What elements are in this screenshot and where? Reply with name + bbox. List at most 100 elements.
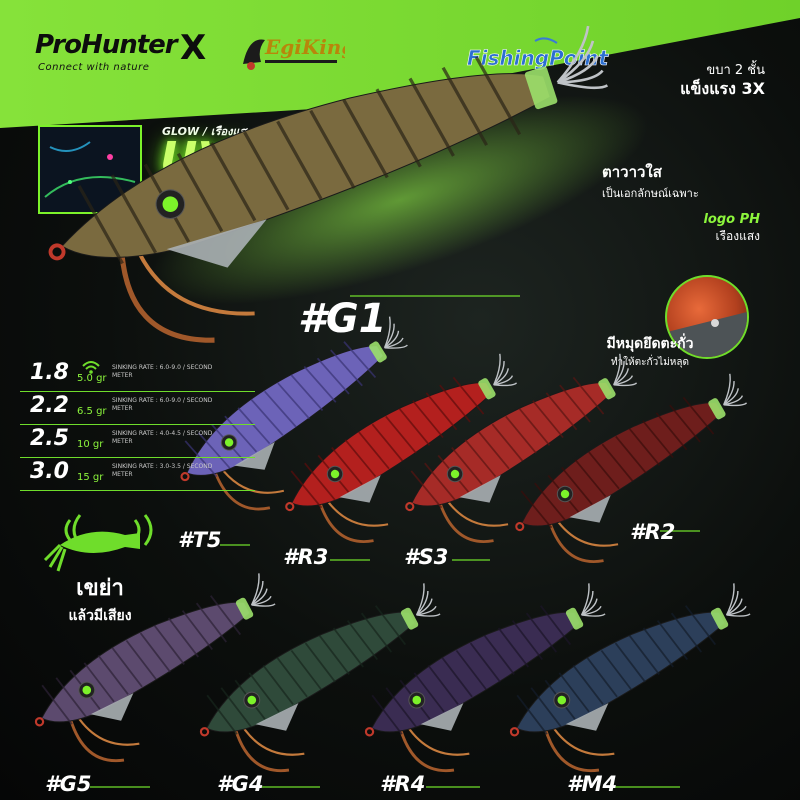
lure-stripe [539, 605, 572, 646]
lure-stripe [586, 657, 618, 698]
lure-line-eye [405, 502, 415, 512]
lure-code-label: #R4 [380, 772, 426, 796]
lure-code-label: #G5 [45, 772, 92, 796]
lure-stripe [642, 420, 674, 459]
lure-glow-collar [400, 607, 419, 630]
lure-stripe [224, 415, 258, 453]
lure-r2 [515, 373, 748, 563]
lure-size: 3.0 [30, 459, 69, 484]
lead-line1: มีหมุดยึดตะกั่ว [606, 336, 694, 352]
lure-size: 2.5 [30, 426, 69, 451]
lure-hook [384, 337, 404, 349]
logo-glow-feature: logo PH เรืองแสง [640, 212, 760, 246]
lure-stripe [588, 451, 620, 490]
lure-lead-sinker [255, 703, 299, 731]
lure-stripe [464, 439, 497, 478]
lure-weight: 15 gr [77, 472, 104, 483]
lure-hook [415, 583, 425, 616]
lure-stripe [55, 677, 87, 718]
lure-stripe [111, 647, 143, 688]
lure-stripe [469, 642, 501, 683]
lure-s3 [405, 353, 638, 543]
lure-hook [726, 590, 739, 616]
lure-stripe [125, 639, 157, 680]
lure-stripe [455, 649, 487, 690]
prohunter-logo: ProHunter [35, 30, 178, 60]
lure-hook [723, 395, 744, 406]
lure-hook [493, 353, 501, 386]
lure-hook [723, 381, 735, 406]
lure-body [516, 611, 726, 733]
collab-x-mark: X [180, 28, 207, 68]
lure-hook [251, 580, 264, 606]
lure-hook [726, 605, 747, 616]
lure-stripe [532, 400, 564, 439]
lure-lead-sinker [569, 495, 611, 523]
lure-line-eye [199, 727, 210, 737]
lure-hook [493, 361, 505, 386]
lure-stripe [181, 610, 213, 651]
lure-stripe [184, 440, 218, 478]
lure-hook [723, 373, 731, 406]
lure-stripe [176, 152, 224, 232]
lure-hook [613, 368, 629, 386]
lure-hook [251, 603, 276, 607]
lure-stripe [412, 400, 444, 439]
lure-eye-logo [557, 695, 567, 705]
rate-divider [20, 457, 255, 458]
lure-stripe [385, 415, 417, 454]
lure-code-label: #S3 [404, 545, 449, 569]
lure-line-eye [285, 502, 295, 512]
lure-eye-logo [450, 469, 460, 479]
lure-stripe [424, 462, 456, 501]
lure-stripe [572, 376, 605, 415]
lure-hook [613, 382, 638, 387]
lure-stripe [525, 612, 558, 653]
lure-stripe [262, 664, 294, 705]
lure-stripe [290, 649, 322, 690]
lure-lead-sinker [565, 703, 609, 731]
lure-stripe [410, 470, 443, 509]
lure-stripe [290, 374, 324, 412]
claw-feature: ขบา 2 ชั้น แข็งแรง 3X [615, 62, 765, 98]
lure-stripe [360, 612, 393, 653]
logo-ph-label: logo PH [703, 212, 760, 227]
lure-lead-sinker [234, 441, 275, 470]
rate-divider [20, 424, 255, 425]
lure-stripe [344, 439, 377, 478]
lure-stripe [505, 415, 537, 454]
lure-stripe [195, 602, 228, 643]
lure-code-label: #R3 [283, 545, 329, 569]
lure-stripe [413, 672, 445, 713]
lure-lead-sinker [459, 475, 501, 503]
lure-stripe [77, 185, 124, 265]
lure-hook [250, 573, 260, 606]
lure-stripe [237, 407, 271, 445]
shake-line1: เขย่า [76, 576, 124, 601]
uv-glow-halo [151, 95, 649, 305]
lure-line-eye [34, 717, 45, 727]
prohunter-tagline: Connect with nature [38, 62, 150, 73]
lure-t5 [180, 316, 408, 511]
lure-stripe [398, 408, 431, 446]
lure-lead-sinker [90, 693, 134, 721]
lure-stripe [290, 470, 323, 509]
rate-divider [20, 490, 255, 491]
lure-eye-logo [82, 685, 92, 695]
lure-line-eye [364, 727, 375, 737]
lure-stripe [167, 617, 199, 658]
lure-stripe [534, 482, 566, 521]
lure-stripe [358, 431, 390, 470]
uv-glow-inset-photo [38, 125, 142, 214]
lure-stripe [385, 687, 417, 728]
lure-glow-collar [708, 398, 726, 420]
claw-line1: ขบา 2 ชั้น [706, 63, 765, 78]
lure-stripe [559, 384, 591, 423]
lure-hook [581, 613, 606, 617]
lure-stripe [316, 357, 350, 395]
lure-stripe [600, 649, 632, 690]
lure-hook [557, 55, 599, 84]
lure-stripe [342, 99, 389, 179]
lure-size: 1.8 [30, 360, 69, 385]
lure-hook [725, 583, 735, 616]
